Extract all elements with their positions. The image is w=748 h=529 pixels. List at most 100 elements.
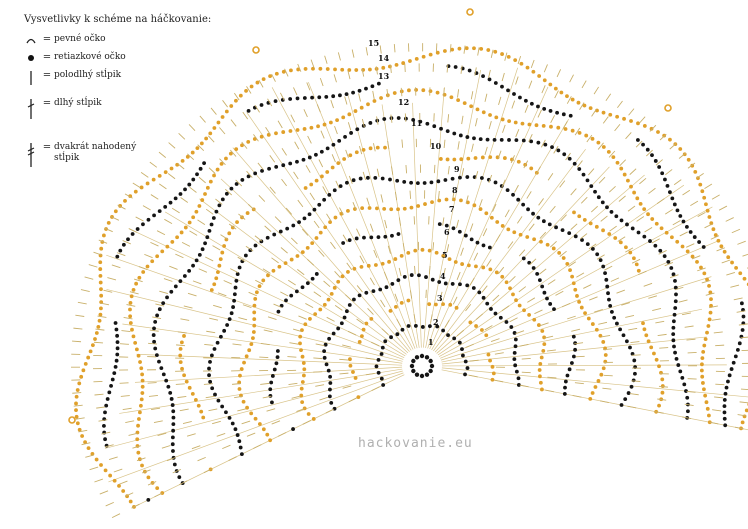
chain-dot	[269, 380, 274, 385]
chain-dot	[601, 340, 606, 344]
chain-dot	[441, 302, 445, 306]
stitch-mark	[515, 129, 520, 138]
stitch-mark	[94, 478, 103, 483]
stitch-mark	[326, 213, 332, 222]
chain-dot	[159, 366, 164, 370]
chain-dot	[521, 138, 526, 143]
chain-dot	[97, 318, 102, 323]
chain-dot	[171, 415, 176, 420]
chain-dot	[680, 244, 685, 249]
chain-dot	[678, 214, 683, 218]
chain-dot	[641, 321, 645, 326]
stitch-mark	[260, 382, 270, 385]
legend-item-treble: = dvakrát nahodený stĺpik	[24, 142, 144, 167]
chain-dot	[414, 372, 420, 377]
stitch-mark	[469, 223, 474, 232]
stitch-mark	[610, 277, 620, 282]
chain-dot	[527, 260, 532, 265]
chain-dot	[500, 117, 505, 122]
chain-dot	[265, 235, 270, 240]
stitch-mark	[526, 191, 532, 199]
chain-dot	[522, 308, 526, 313]
chain-dot	[323, 342, 328, 347]
chain-dot	[599, 372, 604, 377]
stitch-mark	[498, 96, 502, 105]
stitch-mark	[474, 67, 477, 76]
chain-dot	[168, 200, 173, 205]
chain-dot	[224, 191, 229, 196]
stitch-mark	[303, 109, 308, 118]
row-number: 12	[398, 97, 409, 107]
stitch-mark	[84, 276, 94, 280]
stitch-mark	[242, 111, 249, 120]
stitch-mark	[742, 253, 748, 257]
chain-dot	[110, 377, 115, 382]
stitch-mark	[89, 466, 99, 471]
stitch-mark	[544, 335, 554, 339]
chain-dot	[364, 86, 368, 91]
stitch-mark	[119, 382, 129, 384]
chain-dot	[635, 196, 640, 201]
stitch-mark	[75, 314, 85, 317]
chain-dot	[222, 244, 227, 248]
chain-dot	[257, 422, 262, 426]
stitch-mark	[576, 160, 583, 168]
chain-dot	[261, 278, 266, 283]
chain-dot	[113, 209, 118, 214]
stitch-mark	[222, 100, 229, 108]
chain-dot	[153, 346, 158, 351]
chain-dot	[700, 362, 704, 367]
chain-dot	[678, 147, 683, 151]
stitch-mark	[232, 343, 242, 346]
chain-dot	[228, 151, 233, 156]
chain-dot	[421, 54, 426, 59]
stitch-mark	[333, 74, 337, 83]
chain-dot	[423, 202, 427, 206]
chain-dot	[130, 327, 134, 332]
stitch-mark	[516, 216, 523, 224]
stitch-mark	[222, 444, 231, 450]
chain-dot	[716, 238, 721, 243]
chain-dot	[288, 97, 293, 101]
stitch-mark	[351, 49, 355, 58]
chain-dot	[628, 345, 632, 350]
chain-dot	[731, 360, 736, 365]
stitch-mark	[281, 178, 287, 187]
stitch-mark	[111, 513, 121, 519]
chain-dot	[351, 178, 356, 183]
chain-dot	[646, 339, 651, 344]
chain-dot	[700, 189, 705, 194]
chain-dot	[529, 101, 534, 106]
chain-dot	[563, 127, 568, 131]
chain-dot	[313, 312, 318, 317]
chain-dot	[301, 157, 306, 162]
chain-dot	[707, 317, 712, 322]
chain-dot	[420, 247, 425, 252]
stitch-mark	[734, 426, 744, 430]
chain-dot	[254, 290, 259, 295]
chain-dot	[466, 263, 471, 268]
stitch-mark	[664, 262, 674, 267]
chain-dot	[231, 305, 235, 309]
stitch-mark	[359, 255, 365, 264]
stitch-mark	[519, 343, 529, 347]
chain-dot	[349, 131, 353, 135]
stitch-mark	[107, 277, 117, 281]
stitch-mark	[567, 315, 576, 320]
chain-dot	[83, 362, 88, 366]
stitch-mark	[460, 247, 464, 256]
chain-dot	[134, 347, 139, 352]
chain-dot	[625, 222, 629, 227]
chain-dot	[595, 252, 600, 257]
stitch-mark	[334, 271, 341, 278]
stitch-mark	[150, 194, 159, 200]
stitch-spoke	[246, 112, 412, 351]
chain-dot	[670, 196, 675, 201]
chain-dot	[336, 161, 341, 166]
chain-dot	[182, 274, 187, 278]
chain-dot	[663, 177, 667, 182]
stitch-mark	[672, 220, 681, 226]
chain-dot	[562, 392, 567, 396]
stitch-mark	[293, 87, 298, 96]
chain-dot	[518, 95, 522, 100]
